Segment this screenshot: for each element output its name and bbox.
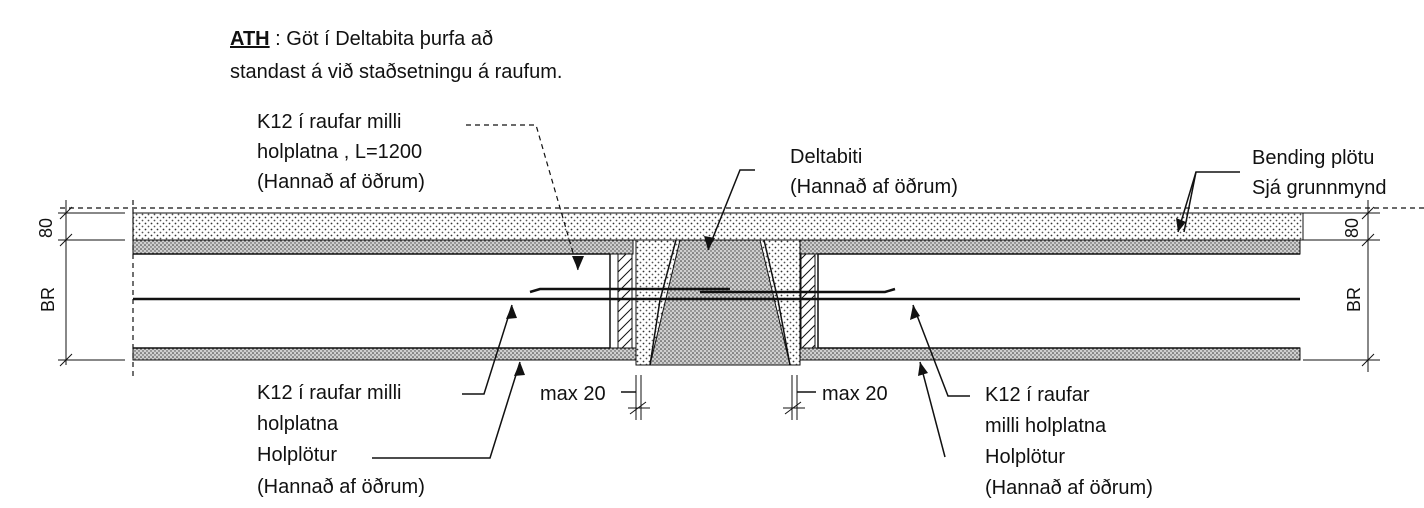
- label-k12-top-1: K12 í raufar milli: [257, 111, 402, 133]
- label-deltabiti-1: Deltabiti: [790, 146, 862, 168]
- dim-right-top: 80: [1342, 218, 1362, 238]
- label-deltabiti-2: (Hannað af öðrum): [790, 176, 958, 198]
- label-k12-top-2: holplatna , L=1200: [257, 141, 422, 163]
- dim-left-side: BR: [38, 287, 58, 312]
- dim-left-top: 80: [36, 218, 56, 238]
- topping-slab: [60, 207, 1424, 241]
- label-holplotur-left-2: (Hannað af öðrum): [257, 476, 425, 498]
- note-line1: : Göt í Deltabita þurfa að: [270, 28, 493, 50]
- label-max-right: max 20: [822, 383, 888, 405]
- svg-text:ATH : Göt í Deltabita þurfa að: ATH : Göt í Deltabita þurfa að: [230, 28, 493, 50]
- label-max-left: max 20: [540, 383, 606, 405]
- gap-mark-left: [621, 375, 650, 420]
- rebar-k12: [133, 287, 1300, 301]
- hollowcore-slab-left: [132, 239, 639, 361]
- note-line2: standast á við staðsetningu á raufum.: [230, 61, 562, 83]
- arrow-heads: [506, 218, 1186, 376]
- label-holplotur-left-1: Holplötur: [257, 444, 337, 466]
- label-holplotur-right-2: (Hannað af öðrum): [985, 477, 1153, 499]
- dimension-left: [58, 200, 134, 380]
- gap-mark-right: [783, 375, 816, 420]
- note-prefix: ATH: [230, 28, 270, 50]
- label-k12-top-3: (Hannað af öðrum): [257, 171, 425, 193]
- dim-right-side: BR: [1344, 287, 1364, 312]
- dimension-right: [1303, 200, 1380, 372]
- label-k12-bottom-right-2: milli holplatna: [985, 415, 1107, 437]
- label-k12-bottom-left-2: holplatna: [257, 413, 339, 435]
- label-holplotur-right-1: Holplötur: [985, 446, 1065, 468]
- label-k12-bottom-left-1: K12 í raufar milli: [257, 382, 402, 404]
- label-bending-2: Sjá grunnmynd: [1252, 177, 1387, 199]
- delta-beam: [635, 239, 801, 366]
- label-k12-bottom-right-1: K12 í raufar: [985, 384, 1090, 406]
- label-bending-1: Bending plötu: [1252, 147, 1374, 169]
